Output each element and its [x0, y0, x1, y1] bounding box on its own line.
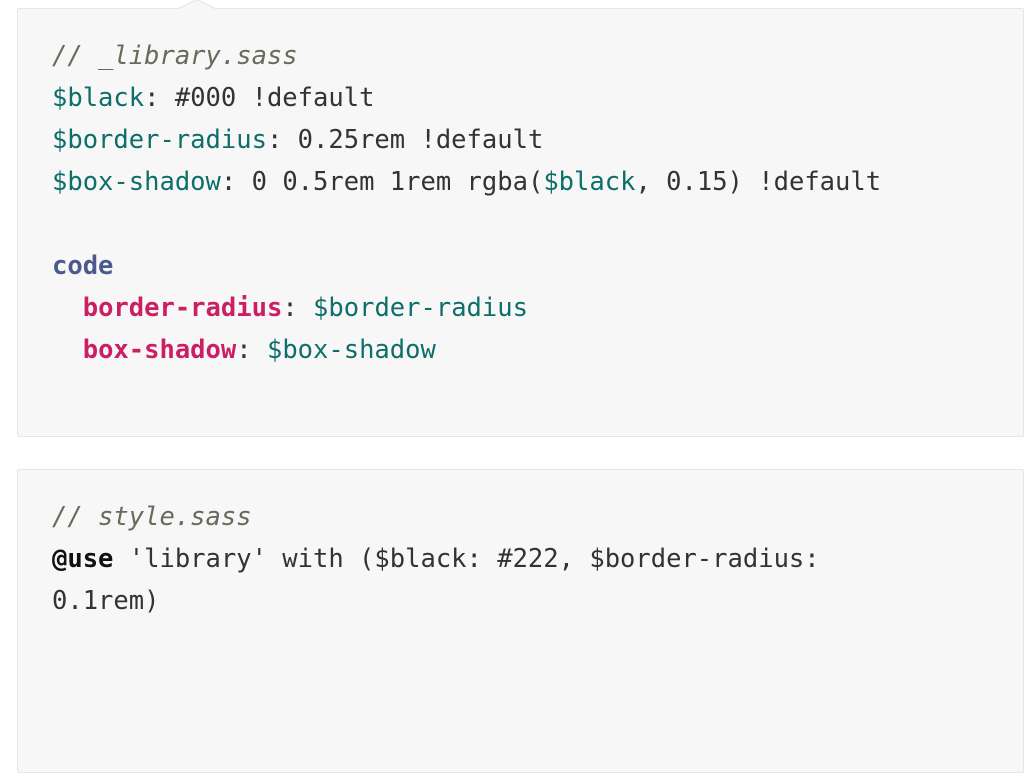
variable: $border-radius — [52, 125, 267, 155]
variable: $black — [543, 167, 636, 197]
code-block-style: // style.sass @use 'library' with ($blac… — [17, 469, 1024, 773]
value: , 0.15) !default — [635, 167, 882, 197]
variable: $box-shadow — [266, 335, 436, 365]
code-library: // _library.sass $black: #000 !default $… — [52, 35, 881, 371]
separator: : — [282, 293, 314, 323]
at-rule: @use — [52, 544, 114, 574]
value: 0.25rem !default — [297, 125, 544, 155]
property: box-shadow — [82, 335, 237, 365]
separator: : — [236, 335, 267, 365]
separator: : — [266, 125, 298, 155]
variable: $black — [52, 83, 145, 113]
variable: $border-radius — [313, 293, 528, 323]
separator: : — [144, 83, 175, 113]
use-args: 'library' with ($black: #222, $border-ra… — [113, 544, 820, 574]
property: border-radius — [82, 293, 283, 323]
callout-notch — [176, 0, 218, 10]
selector: code — [52, 251, 114, 281]
comment: // style.sass — [52, 502, 252, 532]
variable: $box-shadow — [52, 167, 221, 197]
value: 0 0.5rem 1rem rgba( — [251, 167, 544, 197]
separator: : — [220, 167, 252, 197]
code-style: // style.sass @use 'library' with ($blac… — [52, 496, 820, 622]
value: #000 !default — [174, 83, 375, 113]
comment: // _library.sass — [52, 41, 298, 71]
use-args-cont: 0.1rem) — [52, 586, 160, 616]
code-block-library: // _library.sass $black: #000 !default $… — [17, 0, 1024, 437]
